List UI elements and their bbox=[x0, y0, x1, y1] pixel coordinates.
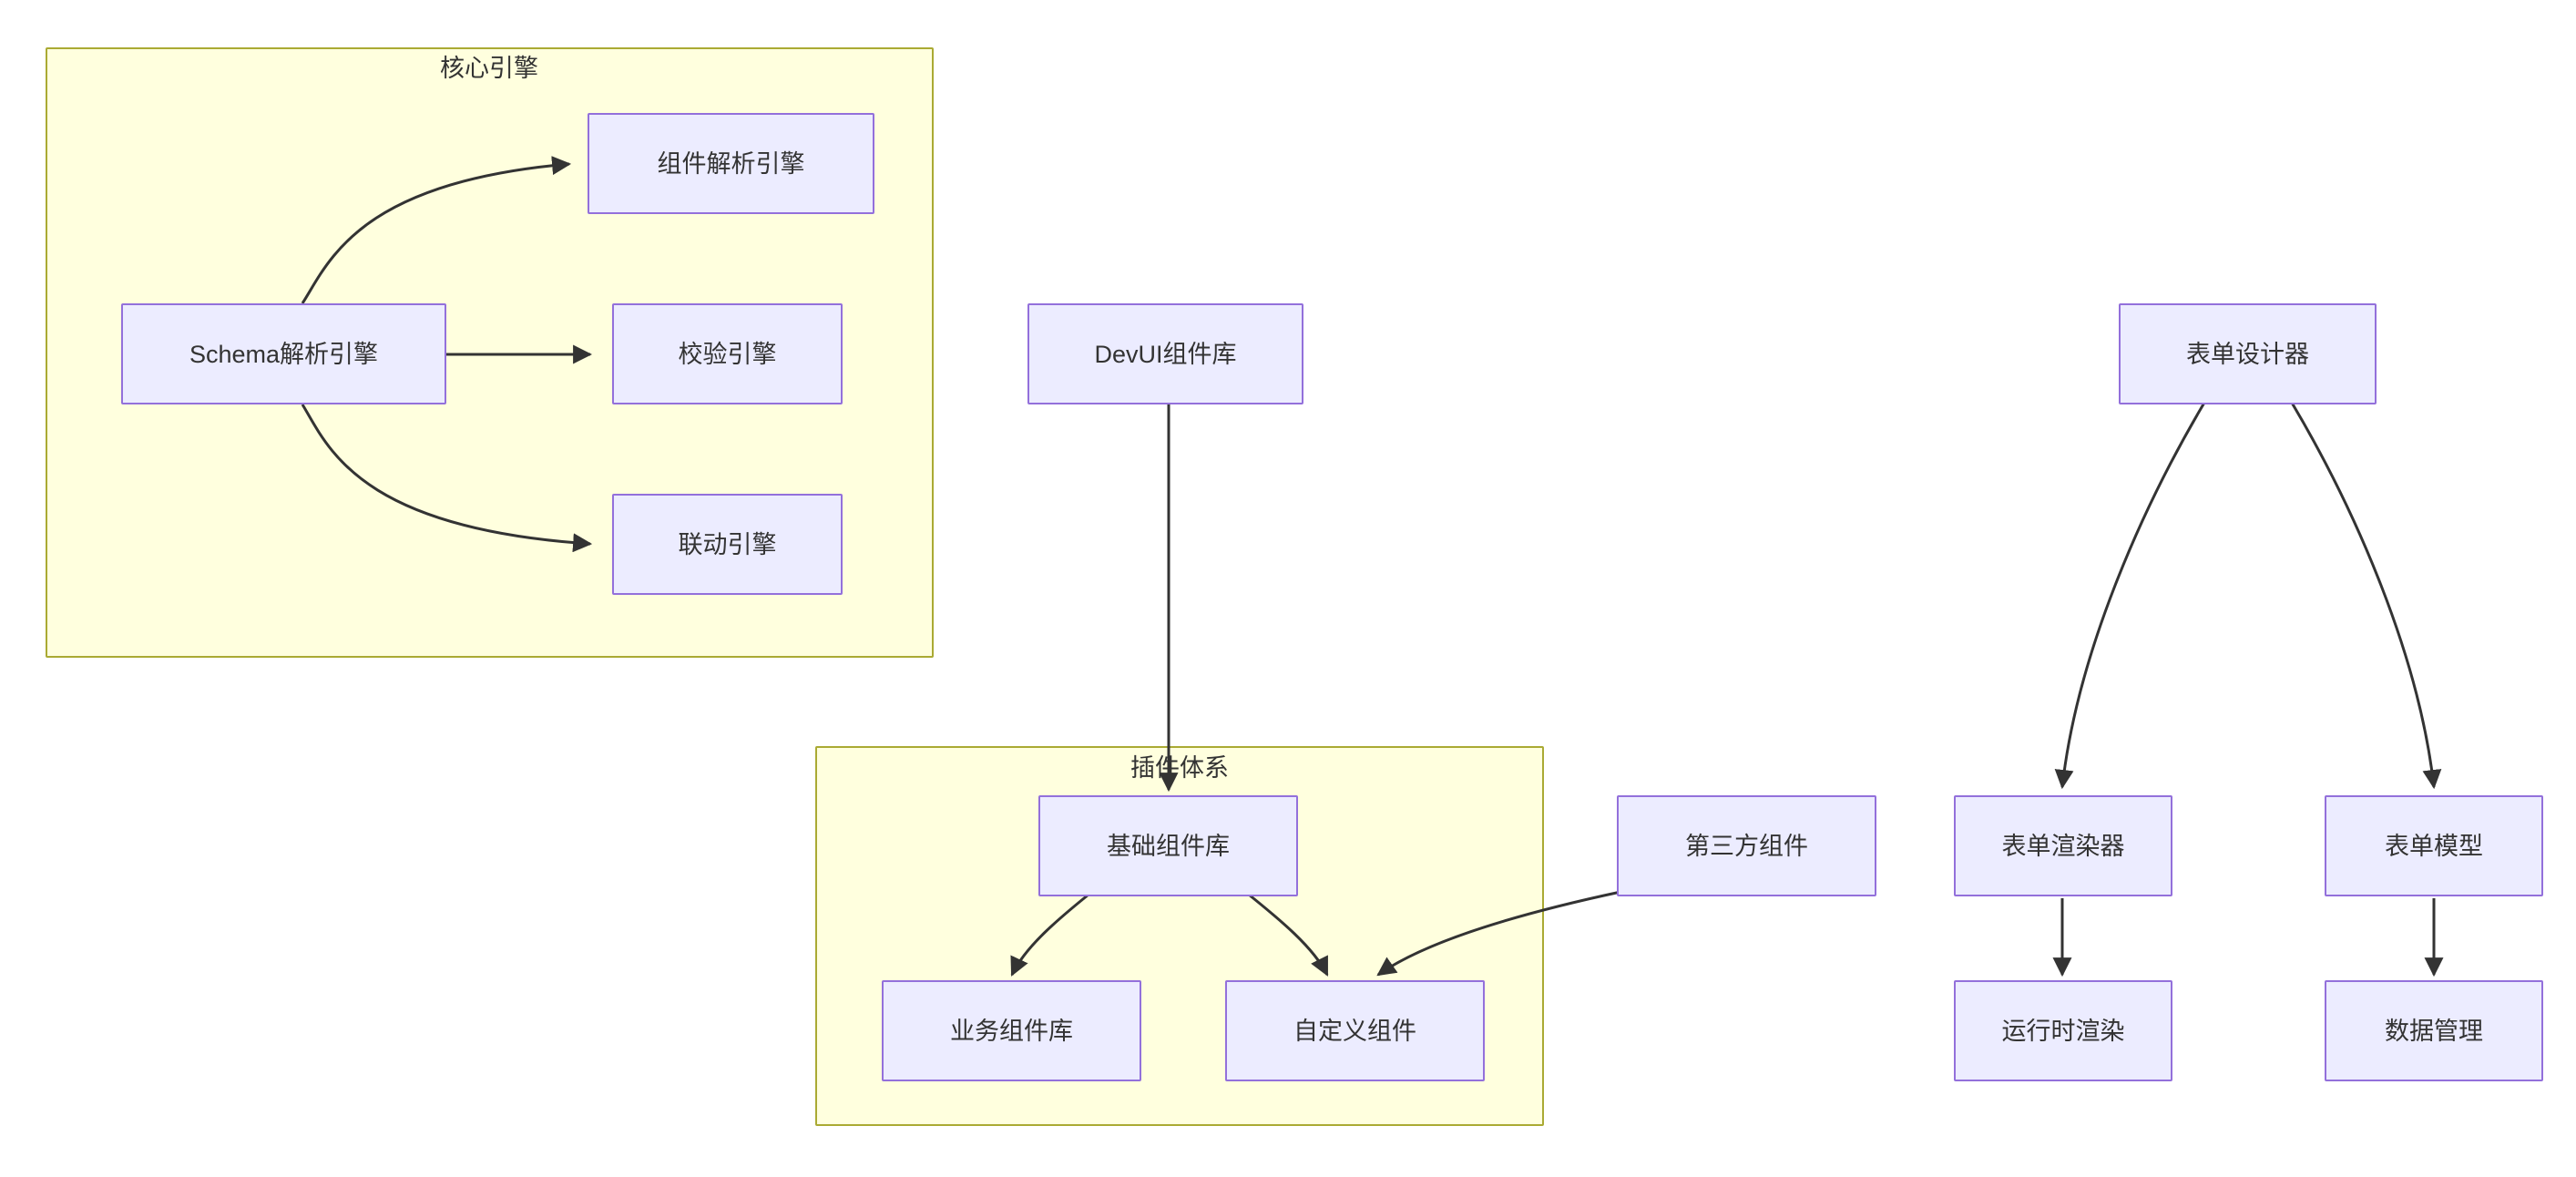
node-third-party-component-label: 第三方组件 bbox=[1685, 832, 1808, 860]
node-linkage-engine-label: 联动引擎 bbox=[678, 530, 777, 558]
node-linkage-engine[interactable]: 联动引擎 bbox=[612, 494, 843, 595]
node-form-renderer-label: 表单渲染器 bbox=[2001, 832, 2125, 860]
node-business-component-library-label: 业务组件库 bbox=[950, 1017, 1073, 1045]
cluster-core-engine-title: 核心引擎 bbox=[440, 55, 538, 82]
edge-form-designer-to-form-model bbox=[2290, 402, 2442, 790]
node-runtime-render[interactable]: 运行时渲染 bbox=[1954, 980, 2172, 1081]
node-data-management[interactable]: 数据管理 bbox=[2325, 980, 2543, 1081]
node-component-parser-label: 组件解析引擎 bbox=[657, 149, 805, 178]
node-runtime-render-label: 运行时渲染 bbox=[2001, 1017, 2125, 1045]
node-form-renderer[interactable]: 表单渲染器 bbox=[1954, 795, 2172, 896]
node-custom-component-label: 自定义组件 bbox=[1293, 1017, 1416, 1045]
node-form-model[interactable]: 表单模型 bbox=[2325, 795, 2543, 896]
node-schema-parser[interactable]: Schema解析引擎 bbox=[121, 303, 446, 404]
node-devui-library-label: DevUI组件库 bbox=[1094, 340, 1237, 368]
node-form-model-label: 表单模型 bbox=[2385, 832, 2483, 860]
cluster-plugin-system-title: 插件体系 bbox=[1130, 754, 1229, 782]
node-schema-parser-label: Schema解析引擎 bbox=[189, 340, 379, 368]
node-data-management-label: 数据管理 bbox=[2385, 1017, 2483, 1045]
node-custom-component[interactable]: 自定义组件 bbox=[1225, 980, 1485, 1081]
node-base-component-library-label: 基础组件库 bbox=[1107, 832, 1230, 860]
edge-form-designer-to-form-renderer bbox=[2054, 402, 2206, 790]
node-business-component-library[interactable]: 业务组件库 bbox=[882, 980, 1141, 1081]
node-base-component-library[interactable]: 基础组件库 bbox=[1038, 795, 1298, 896]
node-validation-engine[interactable]: 校验引擎 bbox=[612, 303, 843, 404]
node-form-designer-label: 表单设计器 bbox=[2186, 340, 2309, 368]
node-devui-library[interactable]: DevUI组件库 bbox=[1027, 303, 1303, 404]
node-third-party-component[interactable]: 第三方组件 bbox=[1617, 795, 1876, 896]
node-component-parser[interactable]: 组件解析引擎 bbox=[588, 113, 874, 214]
node-form-designer[interactable]: 表单设计器 bbox=[2119, 303, 2377, 404]
node-validation-engine-label: 校验引擎 bbox=[678, 340, 777, 368]
